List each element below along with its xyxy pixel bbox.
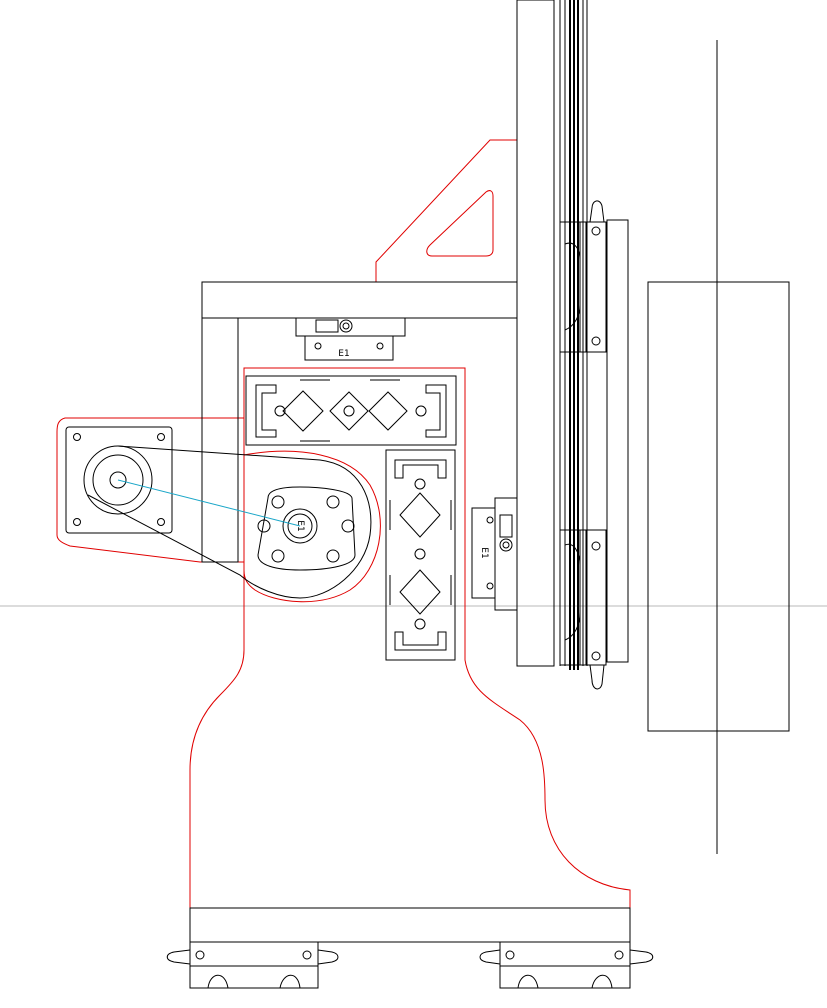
corner-gusset bbox=[375, 139, 518, 282]
carriage-side-label: E1 bbox=[479, 547, 489, 558]
bottom-base-bar bbox=[189, 907, 631, 943]
rail-carriage-plate bbox=[606, 219, 629, 663]
upper-wheel-bracket bbox=[559, 200, 607, 353]
vertical-extrusion bbox=[385, 449, 456, 661]
side-linear-carriage bbox=[471, 497, 518, 611]
carriage-top-label: E1 bbox=[338, 349, 349, 359]
top-linear-carriage bbox=[295, 317, 406, 361]
timing-belt bbox=[87, 445, 372, 599]
belt-span-line bbox=[117, 479, 301, 527]
idler-bracket-outline bbox=[243, 450, 381, 603]
bottom-left-wheel-bracket bbox=[166, 941, 339, 989]
vertical-rail-beam bbox=[516, 0, 555, 667]
idler-pulley bbox=[257, 486, 356, 571]
left-vertical-beam bbox=[201, 317, 239, 563]
lower-wheel-bracket bbox=[559, 529, 607, 690]
gusset-cutout bbox=[426, 190, 494, 257]
top-beam bbox=[201, 281, 518, 319]
mount-plate-outline bbox=[189, 367, 631, 909]
horizontal-extrusion bbox=[245, 375, 457, 446]
motor-bracket-outline bbox=[56, 417, 244, 563]
bed-plate bbox=[647, 281, 790, 732]
bottom-right-wheel-bracket bbox=[479, 941, 654, 989]
